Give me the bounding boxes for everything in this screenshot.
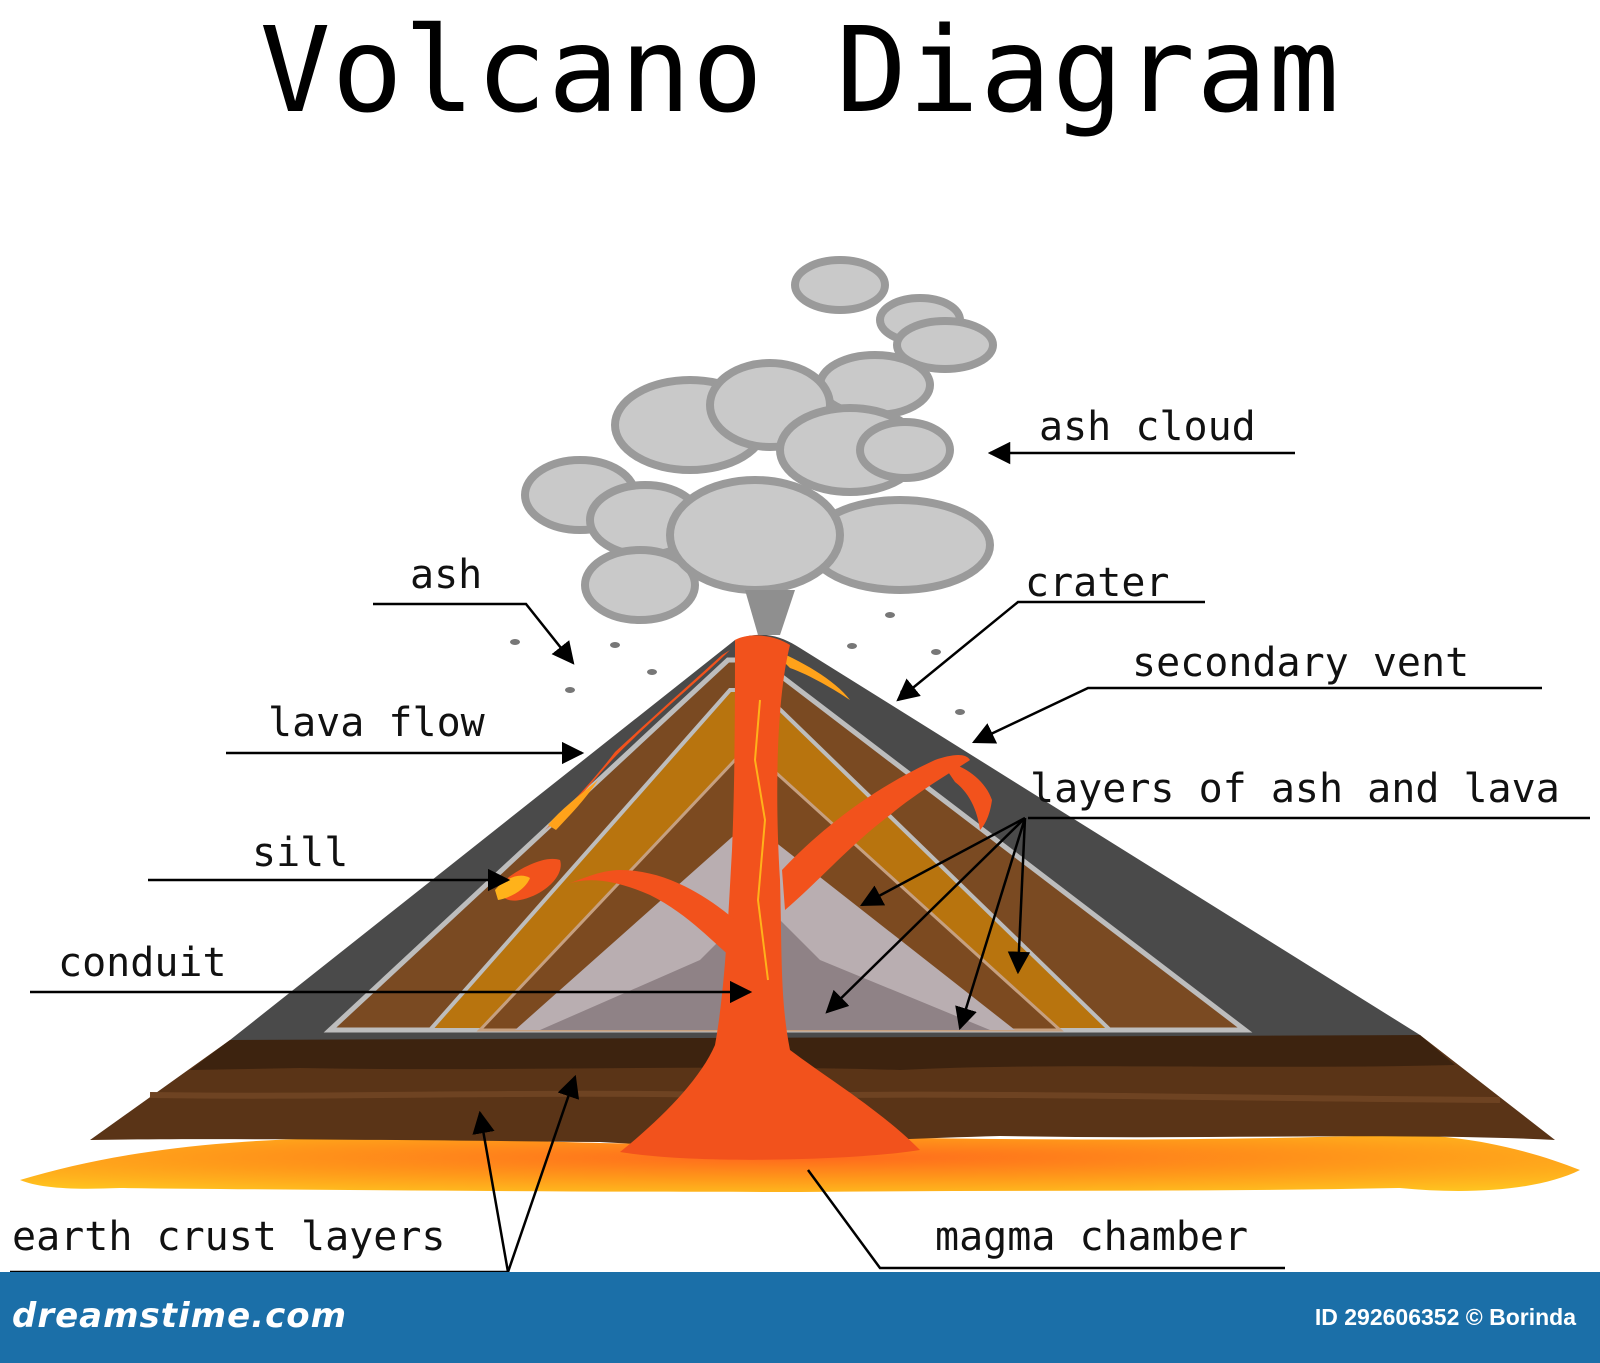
volcano-cone — [230, 634, 1420, 1160]
label-conduit: conduit — [58, 940, 227, 986]
label-ash-cloud: ash cloud — [1039, 404, 1256, 450]
footer-id: ID 292606352 © Borinda — [1314, 1304, 1576, 1330]
magma-chamber — [20, 1134, 1580, 1192]
label-ash: ash — [410, 552, 483, 598]
label-earth-crust-layers: earth crust layers — [12, 1214, 446, 1260]
label-crater: crater — [1025, 560, 1170, 606]
label-lava-flow: lava flow — [268, 700, 485, 746]
footer-brand: dreamstime.com — [12, 1296, 348, 1336]
label-layers: layers of ash and lava — [1030, 766, 1560, 812]
page-title: Volcano Diagram — [259, 1, 1341, 139]
ash-cloud — [521, 256, 997, 624]
label-secondary-vent: secondary vent — [1132, 640, 1470, 686]
label-sill: sill — [252, 830, 349, 876]
footer-bar: dreamstime.com ID 292606352 © Borinda — [0, 1272, 1600, 1363]
eruption-column — [745, 590, 795, 635]
label-magma-chamber: magma chamber — [935, 1214, 1249, 1260]
